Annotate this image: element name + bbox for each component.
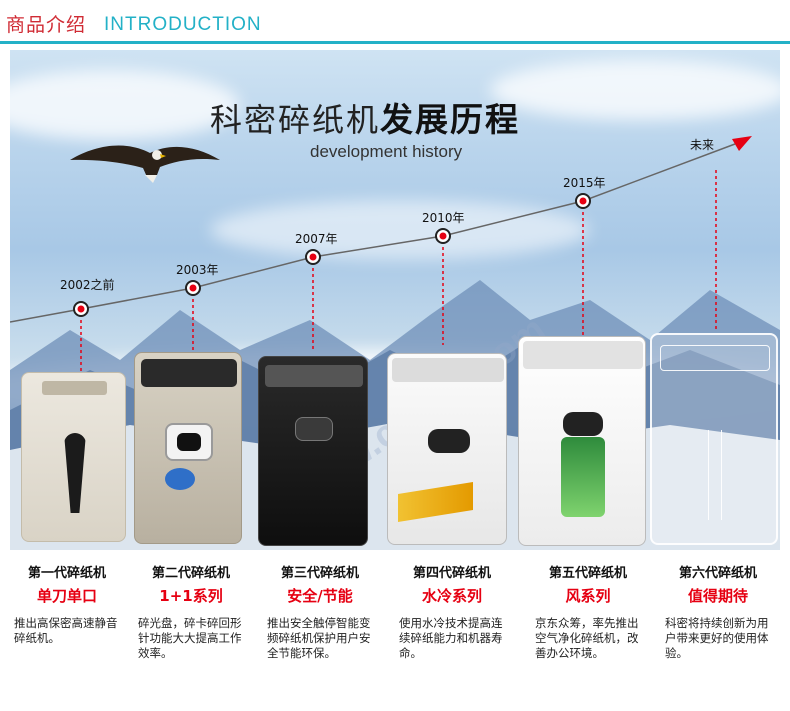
eagle-icon	[70, 145, 220, 183]
generation-desc: 京东众筹，率先推出空气净化碎纸机，改善办公环境。	[535, 616, 639, 660]
generation-desc: 科密将持续创新为用户带来更好的使用体验。	[665, 616, 769, 660]
generation-label: 第六代碎纸机	[678, 566, 757, 581]
generation-desc: 使用水冷技术提高连续碎纸能力和机器寿命。	[399, 616, 503, 660]
generation-series: 风系列	[565, 587, 611, 605]
milestone-dots	[73, 193, 591, 317]
milestone-year: 未来	[690, 138, 715, 152]
generation-card: 第一代碎纸机 单刀单口 推出高保密高速静音碎纸机。	[2, 562, 132, 646]
generation-label: 第二代碎纸机	[151, 566, 230, 581]
milestone-year: 2002之前	[60, 278, 115, 292]
generation-label: 第五代碎纸机	[548, 566, 627, 581]
generation-card: 第二代碎纸机 1+1系列 碎光盘，碎卡碎回形针功能大大提高工作效率。	[126, 562, 256, 661]
generation-captions: 第一代碎纸机 单刀单口 推出高保密高速静音碎纸机。 第二代碎纸机 1+1系列 碎…	[0, 562, 790, 711]
timeline-line	[10, 143, 736, 323]
shredder-gen5-image	[518, 336, 646, 546]
shredder-gen3-image	[258, 356, 368, 546]
generation-desc: 推出高保密高速静音碎纸机。	[14, 616, 118, 645]
generation-desc: 推出安全触停智能变频碎纸机保护用户安全节能环保。	[267, 616, 371, 660]
milestone-year: 2015年	[563, 176, 606, 190]
timeline-arrow-icon	[732, 136, 752, 151]
section-title-en: INTRODUCTION	[104, 14, 262, 35]
generation-label: 第四代碎纸机	[412, 566, 491, 581]
banner-title-bold: 发展历程	[380, 100, 521, 139]
banner-subtitle: development history	[310, 142, 463, 161]
generation-series: 单刀单口	[36, 587, 97, 605]
generation-series: 1+1系列	[159, 587, 223, 605]
banner-title: 科密碎纸机发展历程	[210, 93, 520, 141]
generation-label: 第三代碎纸机	[280, 566, 359, 581]
generation-desc: 碎光盘，碎卡碎回形针功能大大提高工作效率。	[138, 616, 242, 660]
section-header: 商品介绍 INTRODUCTION	[0, 0, 790, 44]
generation-card: 第三代碎纸机 安全/节能 推出安全触停智能变频碎纸机保护用户安全节能环保。	[255, 562, 385, 661]
generation-series: 值得期待	[687, 587, 748, 605]
cloud	[10, 70, 240, 140]
header-divider	[0, 41, 790, 44]
banner-title-light: 科密碎纸机	[210, 101, 381, 139]
section-title-cn: 商品介绍	[6, 14, 87, 36]
cloud	[490, 60, 780, 120]
timeline	[10, 136, 752, 380]
generation-card: 第四代碎纸机 水冷系列 使用水冷技术提高连续碎纸能力和机器寿命。	[387, 562, 517, 661]
shredder-gen2-image	[134, 352, 242, 544]
generation-series: 安全/节能	[287, 587, 353, 605]
generation-label: 第一代碎纸机	[27, 566, 106, 581]
milestone-year: 2003年	[176, 263, 219, 277]
history-banner: 科密碎纸机发展历程 development history 2002之前 200…	[10, 50, 780, 550]
generation-series: 水冷系列	[421, 587, 482, 605]
shredder-gen4-image	[387, 353, 507, 545]
shredder-future-image	[650, 333, 778, 545]
milestone-year: 2007年	[295, 232, 338, 246]
generation-card: 第五代碎纸机 风系列 京东众筹，率先推出空气净化碎纸机，改善办公环境。	[523, 562, 653, 661]
generation-card: 第六代碎纸机 值得期待 科密将持续创新为用户带来更好的使用体验。	[653, 562, 783, 661]
cloud	[210, 200, 590, 260]
shredder-gen1-image	[21, 372, 126, 542]
milestone-year: 2010年	[422, 211, 465, 225]
